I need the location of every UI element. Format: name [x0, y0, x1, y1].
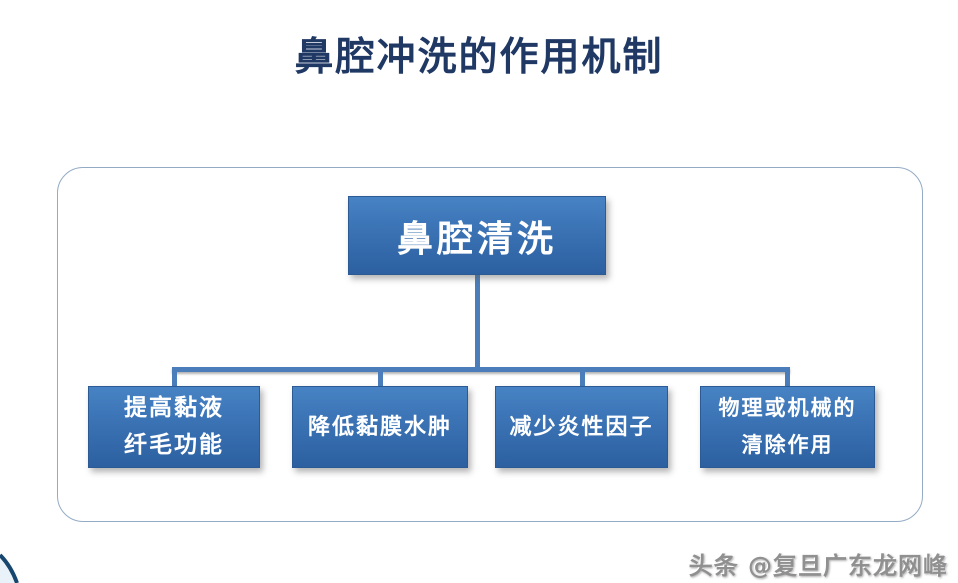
- child-node-label-line: 提高黏液: [124, 395, 224, 421]
- connector-stub-child-2: [378, 367, 383, 388]
- child-node-label-line: 降低黏膜水肿: [307, 414, 452, 440]
- root-node-label: 鼻腔清洗: [396, 218, 557, 260]
- connector-rail: [172, 367, 790, 372]
- connector-trunk: [475, 274, 480, 370]
- connector-stub-child-1: [172, 367, 177, 388]
- child-node-label-line: 纤毛功能: [124, 432, 224, 458]
- child-node-reduce-inflammatory-factors: 减少炎性因子: [495, 386, 668, 468]
- page-title: 鼻腔冲洗的作用机制: [294, 35, 664, 80]
- corner-swoosh-decoration: [0, 553, 19, 583]
- child-node-mechanical-clearance: 物理或机械的 清除作用: [700, 386, 875, 468]
- child-node-label-line: 清除作用: [741, 433, 834, 457]
- child-node-reduce-edema: 降低黏膜水肿: [292, 386, 468, 468]
- child-node-label-line: 减少炎性因子: [509, 414, 654, 440]
- root-node: 鼻腔清洗: [348, 196, 606, 275]
- watermark-label: 头条 @复旦广东龙网峰: [688, 552, 948, 580]
- connector-stub-child-4: [785, 367, 790, 388]
- connector-stub-child-3: [580, 367, 585, 388]
- child-node-mucociliary-function: 提高黏液 纤毛功能: [88, 386, 260, 468]
- child-node-label-line: 物理或机械的: [718, 396, 857, 420]
